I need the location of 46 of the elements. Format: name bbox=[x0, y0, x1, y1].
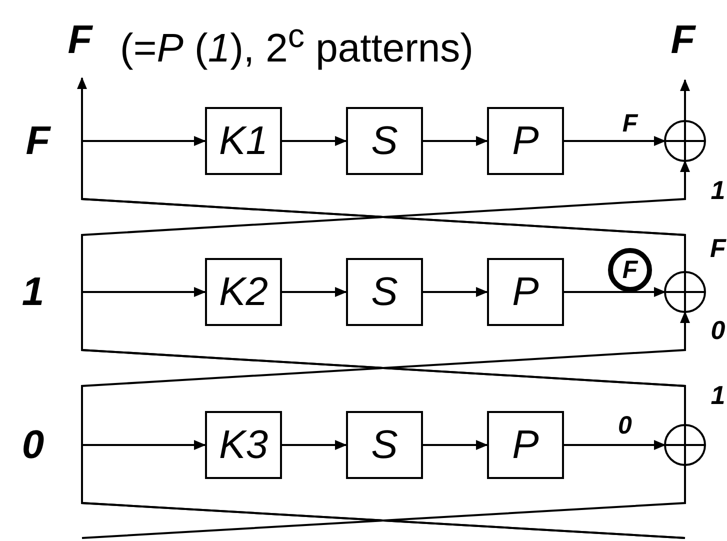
xor-symbol bbox=[664, 424, 706, 466]
process-box bbox=[346, 411, 423, 479]
signal-label: F bbox=[26, 121, 50, 161]
process-box bbox=[205, 107, 282, 175]
circled-edge-label: F bbox=[608, 248, 652, 292]
box-label: S bbox=[371, 272, 398, 312]
edge-label: 0 bbox=[618, 414, 632, 438]
arrow bbox=[564, 136, 666, 146]
process-box bbox=[487, 411, 564, 479]
signal-label: F bbox=[68, 20, 92, 60]
signal-label: 0 bbox=[710, 317, 726, 343]
edge-label: F bbox=[622, 112, 638, 136]
signal-label: 1 bbox=[710, 382, 726, 408]
box-label: S bbox=[371, 121, 398, 161]
xor-symbol bbox=[664, 271, 706, 313]
arrow bbox=[282, 287, 347, 297]
box-label: P bbox=[512, 425, 539, 465]
signal-label: F bbox=[710, 235, 726, 261]
title: (=P (1), 2$^{c}$ patterns) bbox=[120, 20, 474, 68]
line bbox=[82, 465, 686, 539]
box-label: K1 bbox=[219, 121, 268, 161]
xor-symbol bbox=[664, 120, 706, 162]
arrow bbox=[423, 287, 488, 297]
arrow bbox=[564, 287, 666, 297]
process-box bbox=[487, 258, 564, 326]
box-label: S bbox=[371, 425, 398, 465]
box-label: P bbox=[512, 272, 539, 312]
signal-label: 1 bbox=[22, 272, 44, 312]
process-box bbox=[205, 258, 282, 326]
process-box bbox=[205, 411, 282, 479]
process-box bbox=[346, 107, 423, 175]
box-label: K3 bbox=[219, 425, 268, 465]
arrow bbox=[680, 79, 690, 121]
signal-label: 0 bbox=[22, 425, 44, 465]
process-box bbox=[487, 107, 564, 175]
arrow bbox=[81, 311, 690, 539]
signal-label: F bbox=[670, 20, 696, 60]
box-label: P bbox=[512, 121, 539, 161]
arrow bbox=[282, 136, 347, 146]
box-label: K2 bbox=[219, 272, 268, 312]
process-box bbox=[346, 258, 423, 326]
arrow bbox=[564, 440, 666, 450]
arrow bbox=[282, 440, 347, 450]
arrow bbox=[423, 440, 488, 450]
signal-label: 1 bbox=[710, 177, 726, 203]
arrow bbox=[423, 136, 488, 146]
